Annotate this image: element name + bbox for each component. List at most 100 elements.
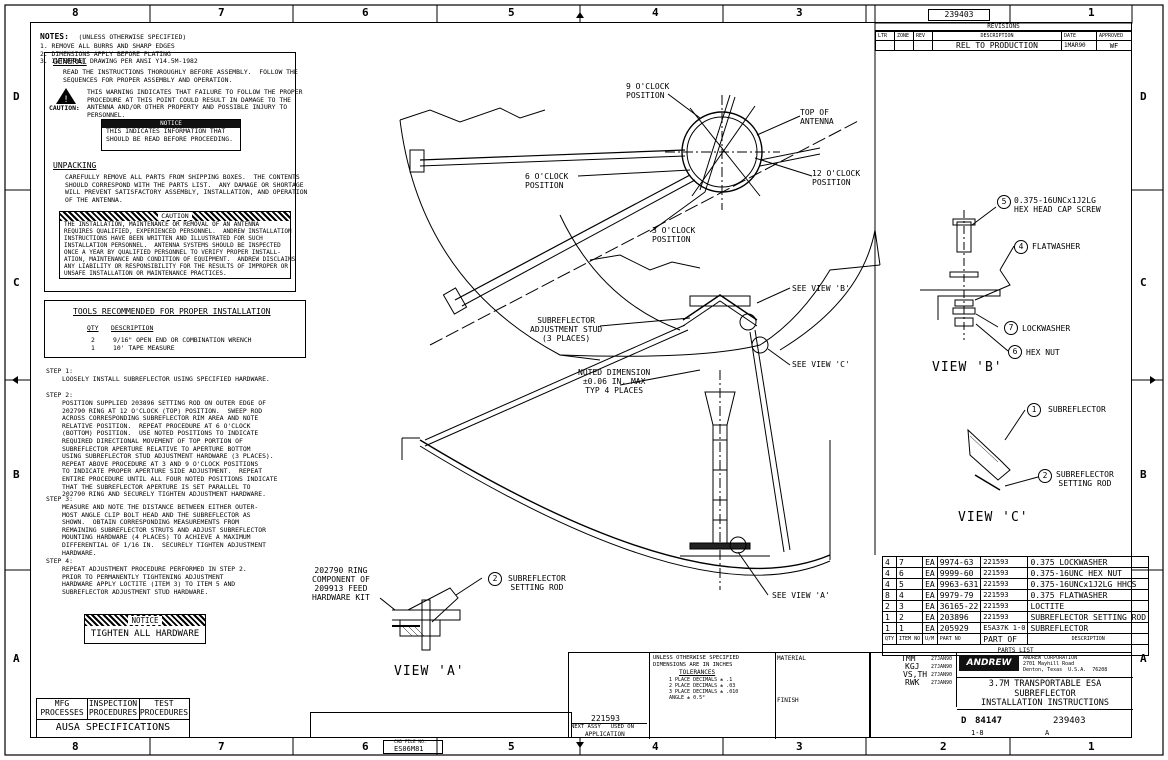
step-4-label: STEP 4: (46, 557, 73, 565)
tools-desc: 9/16" OPEN END OR COMBINATION WRENCH (113, 336, 252, 344)
unpacking-heading: UNPACKING (53, 161, 97, 170)
notice-text: THIS INDICATES INFORMATION THAT SHOULD B… (106, 127, 233, 143)
parts-header-partno: PART NO (936, 633, 982, 645)
parts-list-cell: 205929 (936, 622, 982, 634)
callout-setting-rod-a: SUBREFLECTOR SETTING ROD (508, 574, 566, 592)
zone-side-a-right: A (1140, 652, 1147, 665)
balloon-2-c: 2 (1038, 469, 1052, 483)
parts-list-cell: EA (922, 622, 938, 634)
zone-bottom-1: 1 (1088, 740, 1095, 753)
zone-side-d-left: D (13, 90, 20, 103)
callout-flatwasher: FLATWASHER (1032, 242, 1081, 251)
callout-subreflector: SUBREFLECTOR (1048, 405, 1106, 414)
size-code: D (961, 716, 967, 726)
zone-bottom-8: 8 (72, 740, 79, 753)
parts-list-cell: 221593 (980, 611, 1029, 623)
zone-side-b-right: B (1140, 468, 1147, 481)
note-item: 2. DIMENSIONS APPLY BEFORE PLATING (40, 49, 171, 58)
callout-6-oclock: 6 O'CLOCK POSITION (525, 172, 569, 190)
parts-list-cell: 0.375 FLATWASHER (1027, 589, 1150, 601)
step-3-label: STEP 3: (46, 495, 73, 503)
callout-9-oclock: 9 O'CLOCK POSITION (626, 82, 670, 100)
rev-col: DATE (1061, 31, 1097, 41)
callout-see-view-c: SEE VIEW 'C' (792, 360, 850, 369)
parts-list-cell: EA (922, 556, 938, 568)
rev-col: DESCRIPTION (932, 31, 1062, 41)
caution-body: THE INSTALLATION, MAINTENANCE OR REMOVAL… (64, 221, 296, 277)
balloon-6: 6 (1008, 345, 1022, 359)
caution-text: THIS WARNING INDICATES THAT FAILURE TO F… (87, 88, 303, 119)
zone-top-4: 4 (652, 6, 659, 19)
zone-side-b-left: B (13, 468, 20, 481)
parts-list-cell: 9999-60 (936, 567, 982, 579)
doc-number-tab: 239403 (878, 7, 1132, 21)
step-4-text: REPEAT ADJUSTMENT PROCEDURE PERFORMED IN… (62, 565, 247, 596)
parts-list-cell: 203896 (936, 611, 982, 623)
callout-hex-nut: HEX NUT (1026, 348, 1060, 357)
parts-list-cell: 9963-631 (936, 578, 982, 590)
zone-bottom-2: 2 (940, 740, 947, 753)
parts-list-cell: 9974-63 (936, 556, 982, 568)
parts-list-cell: 0.375 LOCKWASHER (1027, 556, 1150, 568)
balloon-2-a: 2 (488, 572, 502, 586)
parts-list-cell: 5 (896, 578, 924, 590)
checked-date: 27JAN90 (931, 664, 953, 670)
parts-list-cell: 8 (881, 589, 898, 601)
parts-list-cell: 221593 (980, 600, 1029, 612)
parts-list-cell: 4 (881, 567, 898, 579)
parts-list-cell: ESA37K 1-0 (980, 622, 1029, 634)
drawn-date: 27JAN90 (931, 656, 953, 662)
parts-list-cell: 1 (881, 622, 898, 634)
tools-col-qty: QTY (87, 324, 99, 332)
application-label: APPLICATION (585, 731, 625, 738)
view-a-title: VIEW 'A' (394, 664, 465, 679)
parts-list-cell: 7 (896, 556, 924, 568)
engineer-date: 27JAN90 (931, 680, 953, 686)
notes-subtitle: (UNLESS OTHERWISE SPECIFIED) (78, 33, 187, 41)
next-assy-label: NEXT ASSY USED ON (571, 723, 647, 732)
parts-list-cell: LOCTITE (1027, 600, 1150, 612)
signatures: TMM 27JAN90 KGJ 27JAN90 VS,TH 27JAN90 RW… (871, 653, 957, 707)
procedures-box: MFG PROCESSES INSPECTION PROCEDURES TEST… (36, 698, 190, 738)
parts-list-cell: EA (922, 567, 938, 579)
tighten-notice-text: TIGHTEN ALL HARDWARE (90, 629, 200, 639)
zone-top-5: 5 (508, 6, 515, 19)
zone-side-a-left: A (13, 652, 20, 665)
parts-list-cell: 4 (881, 556, 898, 568)
checked-by: KGJ (905, 662, 920, 671)
tolerances-label: TOLERANCES (679, 669, 716, 676)
scale-value: 1-8 (971, 729, 984, 737)
andrew-logo: ANDREW (959, 655, 1019, 671)
parts-list-cell: 1 (881, 611, 898, 623)
inspection-procedures: INSPECTION PROCEDURES (87, 699, 140, 720)
parts-list-cell: EA (922, 578, 938, 590)
caution-label: CAUTION: (49, 104, 80, 112)
rev-col: APPROVED (1096, 31, 1132, 41)
balloon-5: 5 (997, 195, 1011, 209)
parts-list-cell: 0.375-16UNCx1J2LG HHCS (1027, 578, 1150, 590)
view-c-title: VIEW 'C' (958, 510, 1029, 525)
doc-number: 239403 (928, 9, 990, 21)
approved-date: 27JAN90 (931, 672, 953, 678)
balloon-7: 7 (1004, 321, 1018, 335)
zone-side-c-left: C (13, 276, 20, 289)
rev-description: REL TO PRODUCTION (932, 40, 1062, 51)
revisions-title: REVISIONS (875, 23, 1132, 31)
zone-bottom-3: 3 (796, 740, 803, 753)
zone-bottom-5: 5 (508, 740, 515, 753)
parts-list-cell: SUBREFLECTOR SETTING ROD (1027, 611, 1150, 623)
parts-list-cell: SUBREFLECTOR (1027, 622, 1150, 634)
revisions-block: REVISIONS LTR ZONE REV DESCRIPTION DATE … (875, 23, 1132, 51)
notice-header: NOTICE (102, 120, 240, 128)
tolerance-area: UNLESS OTHERWISE SPECIFIED DIMENSIONS AR… (649, 653, 776, 739)
tools-col-desc: DESCRIPTION (111, 324, 154, 332)
rev-zone (894, 40, 914, 51)
tools-box: TOOLS RECOMMENDED FOR PROPER INSTALLATIO… (44, 300, 306, 358)
callout-top-of-antenna: TOP OF ANTENNA (800, 108, 834, 126)
callout-see-view-a: SEE VIEW 'A' (772, 591, 830, 600)
step-2-text: POSITION SUPPLIED 203896 SETTING ROD ON … (62, 399, 278, 499)
